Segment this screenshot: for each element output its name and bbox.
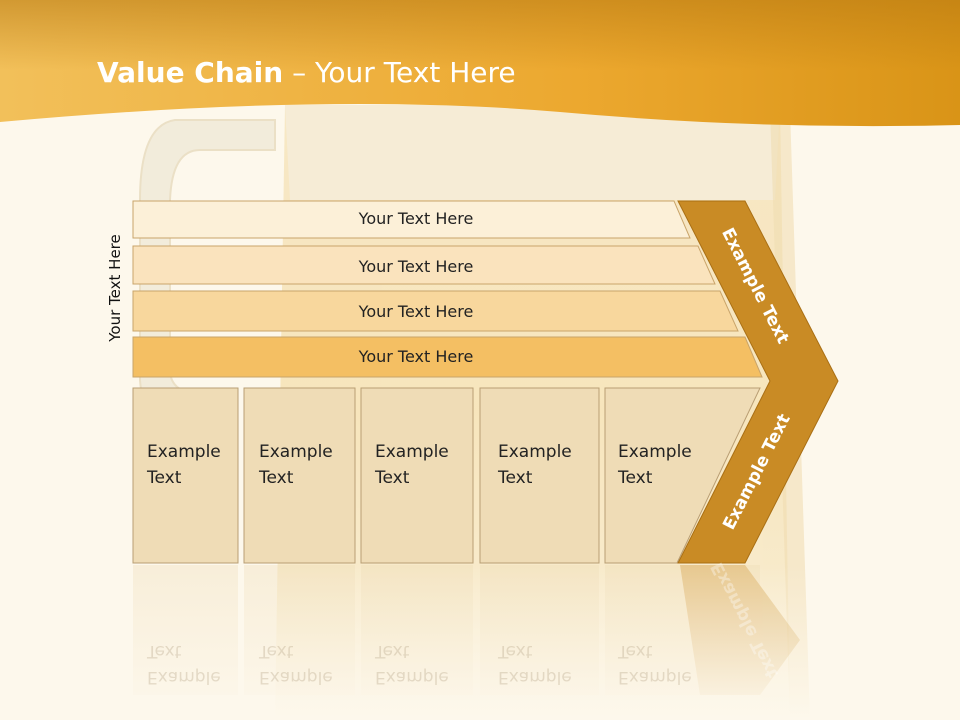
reflection-fade	[120, 565, 840, 720]
column-reflection-label-4-line1: Example	[498, 667, 572, 687]
column-label-3-line2: Text	[375, 468, 410, 488]
column-label-5: Example Text	[618, 439, 692, 491]
chevron-arrow	[677, 200, 839, 564]
column-2	[243, 387, 356, 564]
column-reflection-label-2-line2: Text	[259, 641, 294, 661]
column-reflection-label-1: Example Text	[147, 638, 221, 690]
column-5	[604, 387, 761, 564]
column-reflection-label-3-line1: Example	[375, 667, 449, 687]
column-label-4-line1: Example	[498, 442, 572, 462]
side-label: Your Text Here	[106, 234, 124, 342]
title-bold: Value Chain	[97, 56, 284, 89]
bar-label-1: Your Text Here	[358, 209, 474, 228]
column-label-3-line1: Example	[375, 442, 449, 462]
bar-4	[132, 336, 763, 378]
column-label-4: Example Text	[498, 439, 572, 491]
header-shade	[0, 0, 960, 70]
column-label-1-line2: Text	[147, 468, 182, 488]
column-1	[132, 387, 239, 564]
column-reflection-label-3: Example Text	[375, 638, 449, 690]
bar-3	[132, 290, 739, 332]
column-reflection-label-2: Example Text	[259, 638, 333, 690]
column-label-3: Example Text	[375, 439, 449, 491]
column-reflection-label-1-line2: Text	[147, 641, 182, 661]
bar-2	[132, 245, 716, 285]
bar-1	[132, 200, 691, 239]
column-reflection-label-5-line2: Text	[618, 641, 653, 661]
page-title: Value Chain – Your Text Here	[97, 55, 516, 91]
column-label-1: Example Text	[147, 439, 221, 491]
column-label-1-line1: Example	[147, 442, 221, 462]
column-3	[360, 387, 474, 564]
bar-label-3: Your Text Here	[358, 302, 474, 321]
column-label-5-line2: Text	[618, 468, 653, 488]
column-label-2-line1: Example	[259, 442, 333, 462]
column-reflection-label-5: Example Text	[618, 638, 692, 690]
bar-label-4: Your Text Here	[358, 347, 474, 366]
column-label-5-line1: Example	[618, 442, 692, 462]
title-rest: – Your Text Here	[283, 56, 516, 89]
column-reflection-label-4-line2: Text	[498, 641, 533, 661]
column-label-4-line2: Text	[498, 468, 533, 488]
column-reflection-label-4: Example Text	[498, 638, 572, 690]
bar-label-2: Your Text Here	[358, 257, 474, 276]
column-4	[479, 387, 600, 564]
column-reflection-label-2-line1: Example	[259, 667, 333, 687]
column-reflection-label-5-line1: Example	[618, 667, 692, 687]
column-label-2: Example Text	[259, 439, 333, 491]
column-label-2-line2: Text	[259, 468, 294, 488]
column-reflection-label-1-line1: Example	[147, 667, 221, 687]
column-reflection-label-3-line2: Text	[375, 641, 410, 661]
